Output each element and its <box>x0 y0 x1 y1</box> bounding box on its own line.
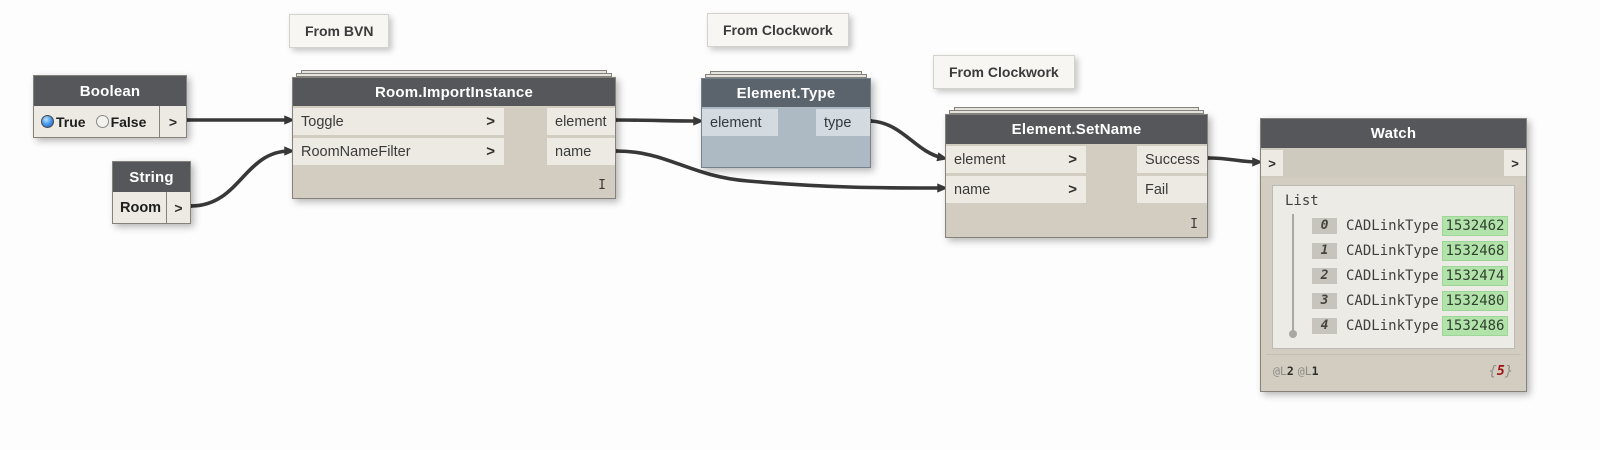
item-count-badge: {5} <box>1488 362 1513 379</box>
node-watch[interactable]: Watch > > List 0 CADLinkType 1532462 1 C… <box>1260 118 1527 392</box>
output-port-success[interactable]: Success <box>1137 146 1207 173</box>
list-item-value: 1532486 <box>1442 315 1508 336</box>
input-port-element[interactable]: element > <box>946 146 1086 173</box>
level-tag[interactable]: @L2 <box>1273 363 1294 378</box>
radio-true-circle[interactable] <box>41 115 54 128</box>
wire-string-to-roomfilter[interactable] <box>185 146 296 211</box>
watch-list-item: 1 CADLinkType 1532468 <box>1273 238 1514 263</box>
chevron-icon[interactable]: > <box>1068 151 1077 168</box>
wire-success-to-watch[interactable] <box>1202 153 1264 167</box>
output-port-element[interactable]: element <box>547 108 615 135</box>
node-room-importinstance-title[interactable]: Room.ImportInstance <box>293 78 615 106</box>
wire-type-to-setname[interactable] <box>864 116 949 162</box>
list-item-value: 1532480 <box>1442 290 1508 311</box>
list-index-badge: 0 <box>1312 217 1337 234</box>
watch-list-label: List <box>1285 193 1319 209</box>
node-watch-title[interactable]: Watch <box>1261 119 1526 148</box>
node-element-setname-title[interactable]: Element.SetName <box>946 115 1207 144</box>
node-room-importinstance[interactable]: Room.ImportInstance Toggle > RoomNameFil… <box>292 70 616 199</box>
string-value-input[interactable]: Room <box>120 199 162 216</box>
node-element-type[interactable]: Element.Type element type <box>701 71 871 168</box>
note-from-clockwork-1[interactable]: From Clockwork <box>707 13 849 47</box>
radio-false-circle[interactable] <box>95 115 109 128</box>
input-port-toggle[interactable]: Toggle > <box>293 108 504 135</box>
list-item-type: CADLinkType <box>1346 242 1439 259</box>
list-index-badge: 1 <box>1312 242 1337 259</box>
boolean-output-port[interactable]: > <box>159 106 186 137</box>
node-string-title[interactable]: String <box>113 162 190 192</box>
node-element-type-title[interactable]: Element.Type <box>702 79 870 107</box>
lacing-indicator[interactable]: I <box>598 178 606 193</box>
level-tag[interactable]: @L1 <box>1297 363 1319 378</box>
chevron-icon[interactable]: > <box>1068 181 1077 198</box>
input-port-roomnamefilter[interactable]: RoomNameFilter > <box>293 138 504 165</box>
tree-guide-line <box>1289 214 1297 338</box>
lacing-indicator[interactable]: I <box>1190 217 1198 232</box>
watch-list-panel[interactable]: List 0 CADLinkType 1532462 1 CADLinkType… <box>1272 185 1515 349</box>
output-port-type[interactable]: type <box>816 109 870 136</box>
node-stack-layer <box>705 74 867 78</box>
list-item-type: CADLinkType <box>1346 267 1439 284</box>
radio-true[interactable]: True <box>41 114 86 130</box>
list-item-type: CADLinkType <box>1346 217 1439 234</box>
list-index-badge: 4 <box>1312 317 1337 334</box>
list-item-value: 1532462 <box>1442 215 1508 236</box>
node-string[interactable]: String Room > <box>112 161 191 224</box>
list-levels[interactable]: @L2@L1 <box>1273 364 1319 378</box>
output-port-fail[interactable]: Fail <box>1137 176 1207 203</box>
watch-list-item: 3 CADLinkType 1532480 <box>1273 288 1514 313</box>
output-port-name[interactable]: name <box>547 138 615 165</box>
chevron-icon[interactable]: > <box>486 143 495 160</box>
watch-input-port[interactable]: > <box>1261 150 1283 176</box>
radio-true-label: True <box>56 113 86 130</box>
radio-false-label: False <box>110 113 147 130</box>
watch-output-port[interactable]: > <box>1504 150 1526 176</box>
node-boolean-title[interactable]: Boolean <box>34 76 186 106</box>
node-stack-layer <box>949 110 1204 114</box>
wire-name-to-setname[interactable] <box>610 146 949 193</box>
radio-false[interactable]: False <box>95 113 147 130</box>
node-stack-layer <box>296 73 612 77</box>
input-port-element[interactable]: element <box>702 109 778 136</box>
chevron-icon[interactable]: > <box>486 113 495 130</box>
list-item-type: CADLinkType <box>1346 292 1439 309</box>
list-item-value: 1532474 <box>1442 265 1508 286</box>
node-element-setname[interactable]: Element.SetName element > name > Success… <box>945 107 1208 238</box>
node-boolean[interactable]: Boolean True False > <box>33 75 187 138</box>
list-item-value: 1532468 <box>1442 240 1508 261</box>
input-port-name[interactable]: name > <box>946 176 1086 203</box>
watch-list-item: 0 CADLinkType 1532462 <box>1273 213 1514 238</box>
watch-list-item: 2 CADLinkType 1532474 <box>1273 263 1514 288</box>
string-output-port[interactable]: > <box>166 192 190 223</box>
list-index-badge: 2 <box>1312 267 1337 284</box>
list-index-badge: 3 <box>1312 292 1337 309</box>
note-from-clockwork-2[interactable]: From Clockwork <box>933 55 1075 89</box>
list-item-type: CADLinkType <box>1346 317 1439 334</box>
wire-element-to-elementtype[interactable] <box>610 115 705 126</box>
note-from-bvn[interactable]: From BVN <box>289 14 390 48</box>
watch-list-item: 4 CADLinkType 1532486 <box>1273 313 1514 338</box>
